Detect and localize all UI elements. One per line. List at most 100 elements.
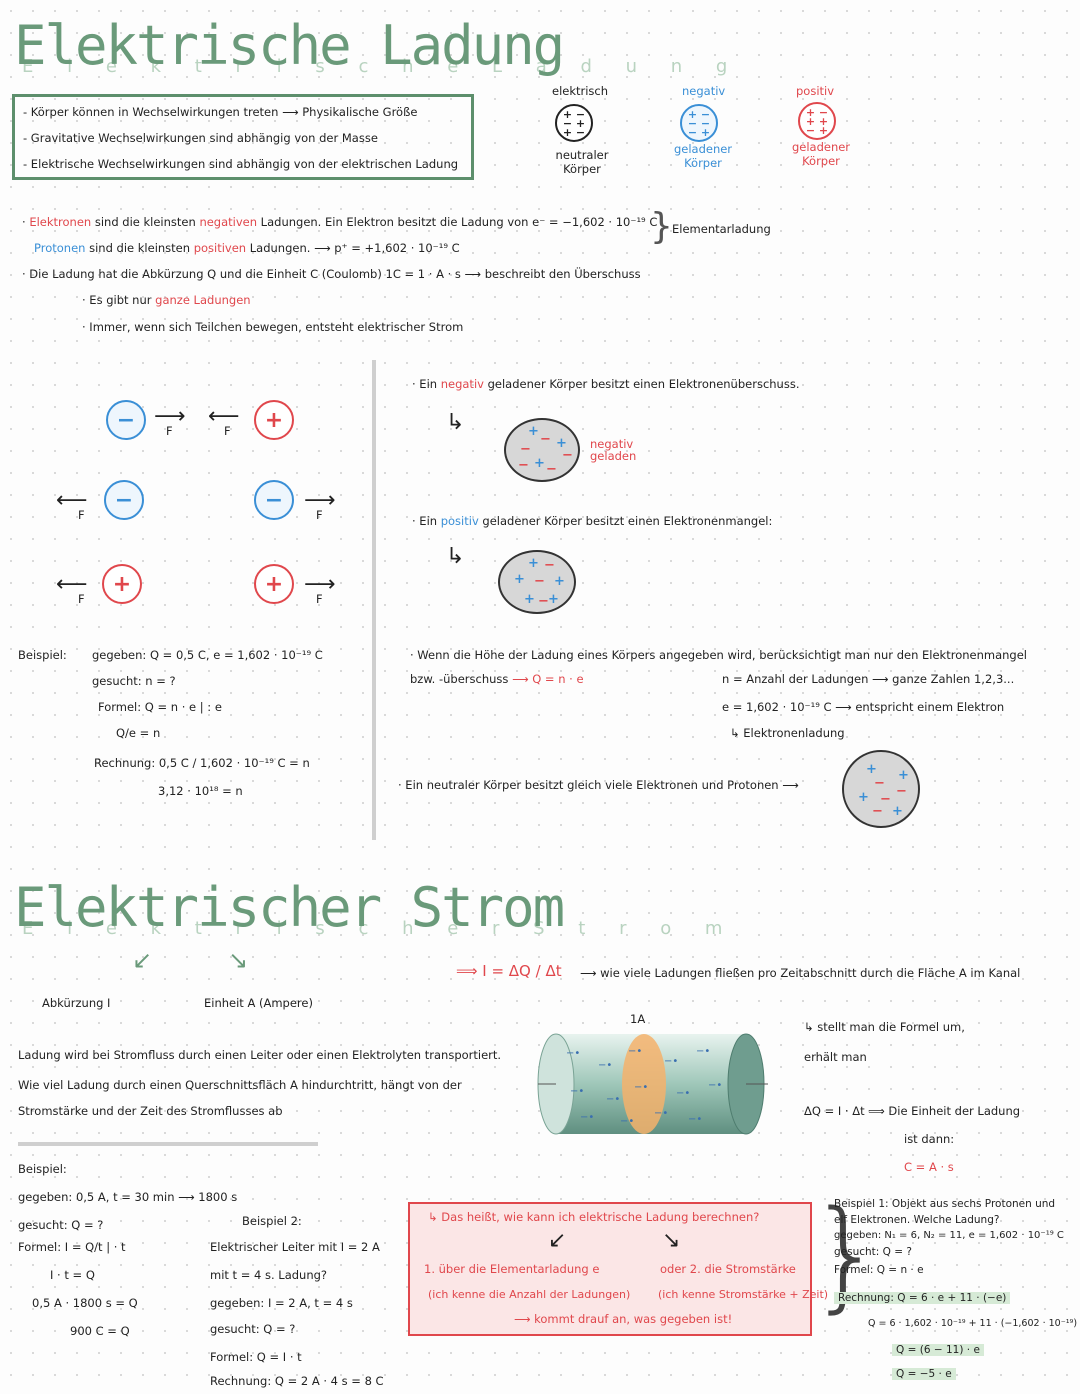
elementarladung-label: Elementarladung [672,222,771,236]
beispiel2-line: gegeben: I = 2 A, t = 4 s [210,1296,353,1310]
fact-protonen: Protonen sind die kleinsten positiven La… [34,241,460,255]
fact-ganze: · Es gibt nur ganze Ladungen [82,293,251,307]
beispiel3-step: Q = (6 − 11) · e [892,1344,984,1356]
neutral-body-icon: + −− ++ − [555,104,593,142]
positive-body-icon: +−+−++−+ [498,550,576,614]
force-label: F [316,508,323,522]
beispiel-step: Q/e = n [116,726,161,740]
svg-text:−•: −• [606,1094,620,1105]
e-definition: e = 1,602 · 10⁻¹⁹ C ⟶ entspricht einem E… [722,700,1005,714]
elektronen-rest: sind die kleinsten [91,215,200,229]
svg-text:−•: −• [566,1048,580,1059]
corner-arrow-icon: ↳ [446,544,465,569]
pos-post: geladener Körper besitzt einen Elektrone… [478,514,773,528]
delta-q-formula: ΔQ = I · Δt ⟹ Die Einheit der Ladung [804,1104,1021,1118]
strom-text: Stromstärke und der Zeit des Stromflusse… [18,1104,283,1118]
ganze-pre: · Es gibt nur [82,293,156,307]
beispiel-step: Rechnung: 0,5 C / 1,602 · 10⁻¹⁹ C = n [94,756,310,770]
beispiel2-line: Rechnung: Q = 2 A · 4 s = 8 C [210,1374,384,1388]
answer-2-note: (ich kenne Stromstärke + Zeit) [658,1288,829,1301]
beispiel-formel: Formel: Q = n · e | : e [98,700,222,714]
beispiel-label: Beispiel: [18,1162,67,1176]
beispiel3-line: gegeben: N₁ = 6, N₂ = 11, e = 1,602 · 10… [834,1230,1064,1241]
negative-body-icon: + −− −− + [680,104,718,142]
svg-text:−•: −• [620,1116,634,1127]
beispiel-step: 3,12 · 10¹⁸ = n [158,784,243,798]
legend-negative-bottom: geladener Körper [673,142,733,170]
answer-2: oder 2. die Stromstärke [660,1262,796,1276]
svg-text:−•: −• [598,1060,612,1071]
force-label: F [78,592,85,606]
elektronen-word: Elektronen [29,215,92,229]
intro-box: - Körper können in Wechselwirkungen tret… [12,94,474,180]
arrow-left-icon: ⟵ [56,572,88,597]
svg-text:−•: −• [654,1108,668,1119]
legend-negative-top: negativ [682,84,726,98]
beispiel3-line: Q = (6 − 11) · e [892,1344,984,1356]
hoehe-line: · Wenn die Höhe der Ladung eines Körpers… [410,648,1027,662]
beispiel2-line: Formel: Q = I · t [210,1350,302,1364]
svg-text:−•: −• [664,1056,678,1067]
page-title-strom: Elektrischer Strom [14,876,565,939]
neg-pre: · Ein [412,377,441,391]
fact-abkuerzung: · Die Ladung hat die Abkürzung Q und die… [22,267,641,281]
pos-word: positiv [440,514,479,528]
negative-charge-icon: − [254,480,294,520]
arrow-right-icon: ⟶ [304,488,336,513]
beispiel-step: I · t = Q [50,1268,95,1282]
beispiel3-line: Rechnung: Q = 6 · e + 11 · (−e) [834,1292,1011,1304]
negative-charge-icon: − [104,480,144,520]
negativen-word: negativen [199,215,258,229]
beispiel-step: 900 C = Q [70,1324,130,1338]
force-label: F [224,424,231,438]
positive-charge-icon: + [254,564,294,604]
intro-line: - Elektrische Wechselwirkungen sind abhä… [23,157,459,171]
svg-text:−•: −• [628,1046,642,1057]
page-title-ladung: Elektrische Ladung [14,14,565,77]
arrow-down-left-icon: ↙ [548,1228,567,1253]
brace-icon: } [650,206,673,247]
beispiel2-line: mit t = 4 s. Ladung? [210,1268,328,1282]
svg-text:−•: −• [688,1114,702,1125]
abkuerzung-label: Abkürzung I [42,996,111,1010]
arrow-left-icon: ⟵ [208,404,240,429]
positive-charge-icon: + [102,564,142,604]
answer-end: ⟶ kommt drauf an, was gegeben ist! [514,1312,733,1326]
beispiel3-rechnung: Rechnung: Q = 6 · e + 11 · (−e) [834,1292,1011,1304]
negativ-geladen-label: negativ geladen [590,437,637,463]
neutral-body-icon: ++−−+−+− [842,750,920,828]
beispiel-formel: Formel: I = Q/t | · t [18,1240,126,1254]
beispiel-gesucht: gesucht: Q = ? [18,1218,104,1232]
svg-text:−•: −• [696,1046,710,1057]
strom-text: Ladung wird bei Stromfluss durch einen L… [18,1048,502,1062]
positive-charge-icon: + [254,400,294,440]
beispiel-step: 0,5 A · 1800 s = Q [32,1296,138,1310]
strom-text: Wie viel Ladung durch einen Querschnitts… [18,1078,462,1092]
arrow-right-icon: ⟶ [154,404,186,429]
answer-1-note: (ich kenne die Anzahl der Ladungen) [428,1288,631,1301]
negativ-line: · Ein negativ geladener Körper besitzt e… [412,377,799,391]
fact-strom: · Immer, wenn sich Teilchen bewegen, ent… [82,320,464,334]
arrow-down-left-icon: ↙ [132,946,153,974]
n-definition: n = Anzahl der Ladungen ⟶ ganze Zahlen 1… [722,672,1015,686]
arrow-down-right-icon: ↘ [662,1228,681,1253]
svg-text:−•: −• [634,1082,648,1093]
question-line: ↳ Das heißt, wie kann ich elektrische La… [428,1210,760,1224]
beispiel-gegeben: gegeben: 0,5 A, t = 30 min ⟶ 1800 s [18,1190,238,1204]
beispiel3-line: Beispiel 1: Objekt aus sechs Protonen un… [834,1198,1056,1210]
positiv-line: · Ein positiv geladener Körper besitzt e… [412,514,772,528]
e-sub: ↳ Elektronenladung [730,726,845,740]
fact-elektronen: · Elektronen sind die kleinsten negative… [22,215,658,229]
pos-pre: · Ein [412,514,441,528]
force-label: F [166,424,173,438]
neg-post: geladener Körper besitzt einen Elektrone… [483,377,800,391]
divider [372,360,376,840]
beispiel3-line: Formel: Q = n · e [834,1264,924,1276]
beispiel3-result: Q = −5 · e [892,1368,956,1380]
protonen-word: Protonen [34,241,86,255]
positive-body-icon: + −+ +− + [798,102,836,140]
negative-body-icon: +−+−−+−− [504,418,580,482]
legend-positive-top: positiv [796,84,835,98]
neg-word: negativ [440,377,484,391]
force-label: F [316,592,323,606]
